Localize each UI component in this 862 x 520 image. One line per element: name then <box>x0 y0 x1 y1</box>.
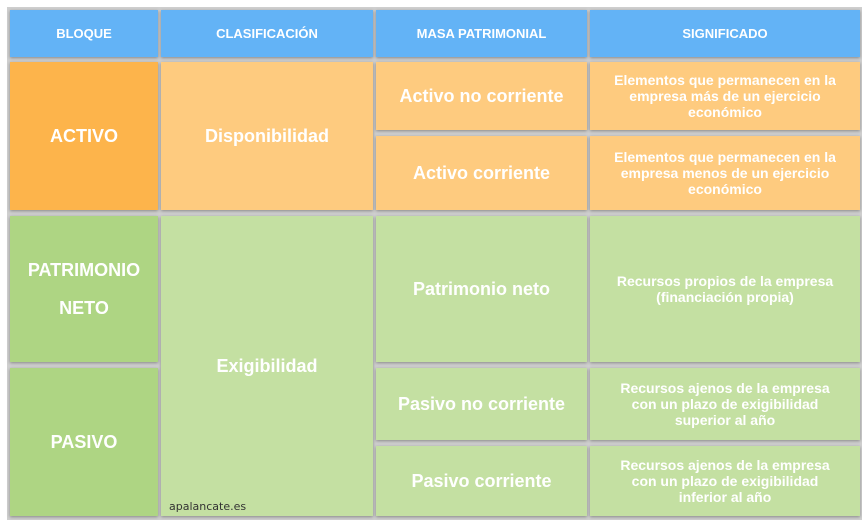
bloque-patrimonio-neto: PATRIMONIO NETO <box>10 216 158 362</box>
bloque-pasivo: PASIVO <box>10 368 158 516</box>
header-masa-patrimonial: MASA PATRIMONIAL <box>376 10 587 57</box>
header-clasificacion: CLASIFICACIÓN <box>161 10 373 57</box>
clasificacion-exigibilidad: Exigibilidad <box>161 216 373 516</box>
bloque-pn-line1: PATRIMONIO <box>27 260 141 280</box>
masa-pasivo-no-corriente: Pasivo no corriente <box>376 368 587 440</box>
significado-pasivo-no-corriente: Recursos ajenos de la empresa con un pla… <box>590 368 860 440</box>
header-significado: SIGNIFICADO <box>590 10 860 57</box>
bloque-pn-line2: NETO <box>59 298 109 318</box>
masa-activo-corriente: Activo corriente <box>376 136 587 210</box>
significado-activo-no-corriente: Elementos que permanecen en la empresa m… <box>590 62 860 130</box>
clasificacion-disponibilidad: Disponibilidad <box>161 62 373 210</box>
significado-activo-corriente: Elementos que permanecen en la empresa m… <box>590 136 860 210</box>
masa-patrimonio-neto: Patrimonio neto <box>376 216 587 362</box>
bloque-activo: ACTIVO <box>10 62 158 210</box>
masa-pasivo-corriente: Pasivo corriente <box>376 446 587 516</box>
significado-pasivo-corriente: Recursos ajenos de la empresa con un pla… <box>590 446 860 516</box>
header-bloque: BLOQUE <box>10 10 158 57</box>
significado-patrimonio-neto: Recursos propios de la empresa (financia… <box>590 216 860 362</box>
masa-activo-no-corriente: Activo no corriente <box>376 62 587 130</box>
watermark: apalancate.es <box>169 500 247 513</box>
